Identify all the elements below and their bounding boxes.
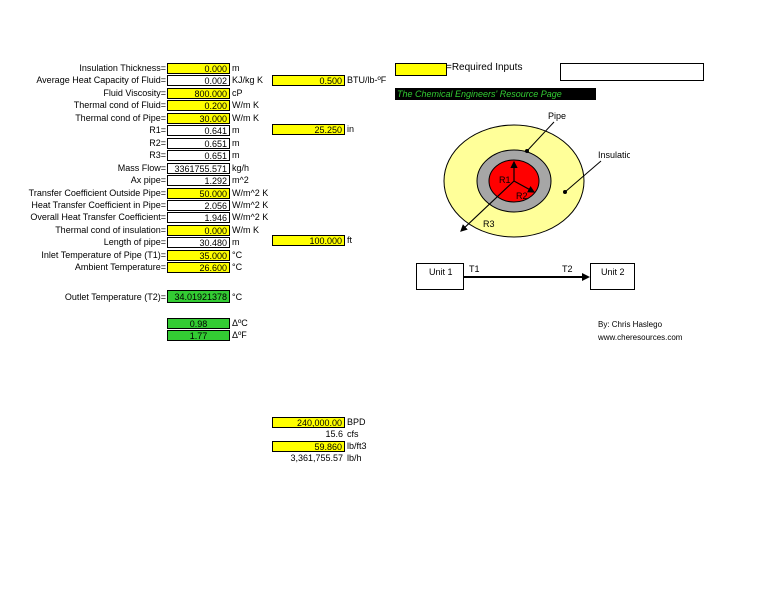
row-value: 0.651 <box>167 150 230 161</box>
heat-capacity-btu-unit: BTU/lb-ºF <box>347 75 387 85</box>
unit-2-label: Unit 2 <box>601 267 625 277</box>
row-unit: m <box>232 237 240 247</box>
row-unit: W/m K <box>232 225 259 235</box>
r1-inches-unit: in <box>347 124 355 134</box>
t1-label: T1 <box>469 264 480 274</box>
row-value[interactable]: 0.000 <box>167 225 230 236</box>
row-value[interactable]: 800.000 <box>167 88 230 99</box>
unit-1-label: Unit 1 <box>429 267 453 277</box>
row-label: Overall Heat Transfer Coefficient= <box>30 212 166 222</box>
row-unit: m <box>232 138 240 148</box>
row-unit: W/m K <box>232 113 259 123</box>
row-unit: W/m^2 K <box>232 212 269 222</box>
flow-lbh-unit: lb/h <box>347 453 362 463</box>
author-credit: By: Chris Haslego <box>598 320 663 329</box>
row-label: Ambient Temperature= <box>74 262 166 272</box>
pipe-cross-section-diagram: R1 R2 R3 Pipe Insulation <box>443 111 630 238</box>
row-value[interactable]: 0.200 <box>167 100 230 111</box>
row-unit: m <box>232 63 240 73</box>
legend-label: =Required Inputs <box>446 62 523 73</box>
blank-input-box[interactable] <box>560 63 704 81</box>
r2-label: R2 <box>516 191 528 201</box>
row-label: R3= <box>149 150 166 160</box>
row-unit: kg/h <box>232 163 250 173</box>
row-value: 3361755.571 <box>167 163 230 174</box>
row-unit: W/m K <box>232 100 259 110</box>
delta-c-unit: ΔºC <box>232 318 248 328</box>
row-value[interactable]: 30.000 <box>167 113 230 124</box>
flow-cfs-unit: cfs <box>347 429 359 439</box>
row-value: 0.641 <box>167 125 230 136</box>
delta-f-value: 1.77 <box>167 330 230 341</box>
row-label: Average Heat Capacity of Fluid= <box>36 75 166 85</box>
row-label: Insulation Thickness= <box>79 63 166 73</box>
row-label: Inlet Temperature of Pipe (T1)= <box>41 250 166 260</box>
row-value: 0.651 <box>167 138 230 149</box>
resource-banner: The Chemical Engineers' Resource Page <box>395 88 596 100</box>
row-unit: °C <box>232 250 243 260</box>
row-label: Transfer Coefficient Outside Pipe= <box>28 188 166 198</box>
outlet-temperature-unit: °C <box>232 292 243 302</box>
r3-label: R3 <box>483 219 495 229</box>
unit-1-box: Unit 1 <box>416 263 464 290</box>
row-value: 0.002 <box>167 75 230 86</box>
row-label: Thermal cond of Pipe= <box>75 113 166 123</box>
row-label: Mass Flow= <box>117 163 166 173</box>
pipe-label: Pipe <box>548 111 566 121</box>
row-unit: cP <box>232 88 243 98</box>
length-ft-input[interactable]: 100.000 <box>272 235 345 246</box>
flow-cfs-value: 15.6 <box>325 429 343 439</box>
flow-lbh-value: 3,361,755.57 <box>290 453 343 463</box>
site-link[interactable]: www.cheresources.com <box>598 333 683 342</box>
row-value: 1.292 <box>167 175 230 186</box>
row-unit: KJ/kg K <box>232 75 264 85</box>
outlet-temperature-value: 34.01921378 <box>167 290 230 303</box>
row-value[interactable]: 50.000 <box>167 188 230 199</box>
row-unit: m <box>232 150 240 160</box>
outlet-temperature-label: Outlet Temperature (T2)= <box>64 292 166 302</box>
row-value[interactable]: 0.000 <box>167 63 230 74</box>
row-unit: m^2 <box>232 175 249 185</box>
row-label: Fluid Viscosity= <box>103 88 166 98</box>
delta-f-unit: ΔºF <box>232 330 247 340</box>
unit-2-box: Unit 2 <box>590 263 635 290</box>
density-unit: lb/ft3 <box>347 441 367 451</box>
row-label: R1= <box>149 125 166 135</box>
r1-label: R1 <box>499 175 511 185</box>
row-value: 1.946 <box>167 212 230 223</box>
flow-bpd-input[interactable]: 240,000.00 <box>272 417 345 428</box>
density-input[interactable]: 59.860 <box>272 441 345 452</box>
flow-bpd-unit: BPD <box>347 417 366 427</box>
row-label: Length of pipe= <box>103 237 166 247</box>
row-label: R2= <box>149 138 166 148</box>
row-unit: W/m^2 K <box>232 188 269 198</box>
row-unit: °C <box>232 262 243 272</box>
row-value[interactable]: 35.000 <box>167 250 230 261</box>
row-label: Heat Transfer Coefficient in Pipe= <box>31 200 166 210</box>
insulation-label: Insulation <box>598 150 630 160</box>
t2-label: T2 <box>562 264 573 274</box>
heat-capacity-btu-input[interactable]: 0.500 <box>272 75 345 86</box>
row-unit: m <box>232 125 240 135</box>
row-value[interactable]: 26.600 <box>167 262 230 273</box>
row-label: Thermal cond of Fluid= <box>73 100 166 110</box>
row-label: Thermal cond of insulation= <box>55 225 166 235</box>
legend-swatch <box>395 63 447 76</box>
row-unit: W/m^2 K <box>232 200 269 210</box>
row-value: 2.056 <box>167 200 230 211</box>
row-value: 30.480 <box>167 237 230 248</box>
delta-c-value: 0.98 <box>167 318 230 329</box>
length-ft-unit: ft <box>347 235 353 245</box>
row-label: Ax pipe= <box>130 175 166 185</box>
flow-arrow <box>464 273 590 281</box>
r1-inches-input[interactable]: 25.250 <box>272 124 345 135</box>
